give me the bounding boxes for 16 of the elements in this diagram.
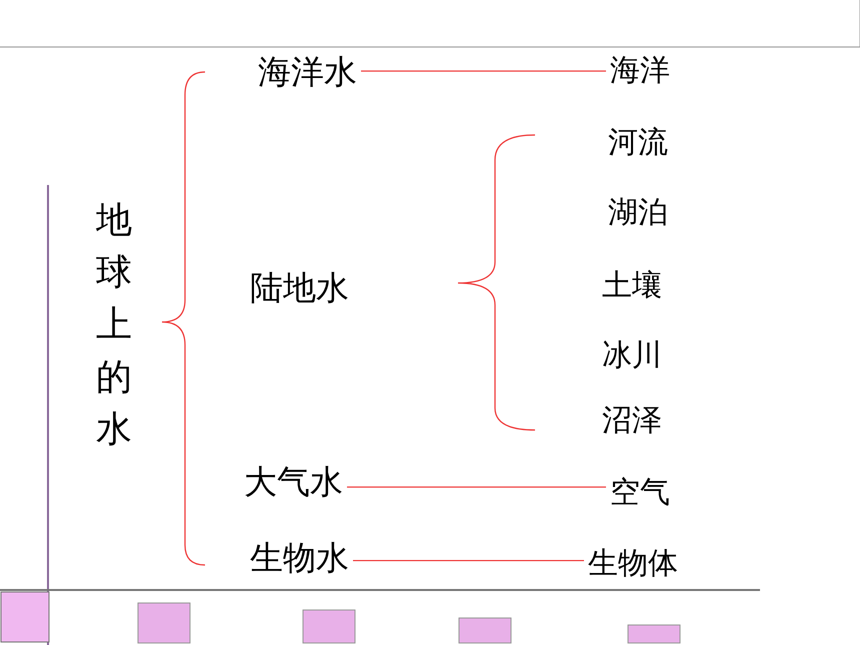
term-label: 海洋 bbox=[610, 54, 670, 86]
term-label: 冰川 bbox=[602, 338, 662, 372]
connector-line bbox=[353, 560, 584, 562]
term-label: 土壤 bbox=[602, 268, 662, 302]
category-label: 地球上的水 bbox=[95, 195, 133, 456]
term-label: 河流 bbox=[608, 126, 668, 158]
term-label: 生物体 bbox=[588, 546, 678, 580]
term-label: 陆地水 bbox=[250, 270, 349, 306]
term-label: 生物水 bbox=[250, 540, 349, 576]
term-label: 空气 bbox=[610, 476, 670, 508]
term-label: 海洋水 bbox=[258, 54, 357, 90]
term-label: 沼泽 bbox=[602, 404, 662, 436]
term-label: 湖泊 bbox=[608, 196, 668, 228]
term-label: 大气水 bbox=[244, 464, 343, 500]
connector-line bbox=[361, 70, 606, 72]
connector-line bbox=[347, 486, 606, 488]
